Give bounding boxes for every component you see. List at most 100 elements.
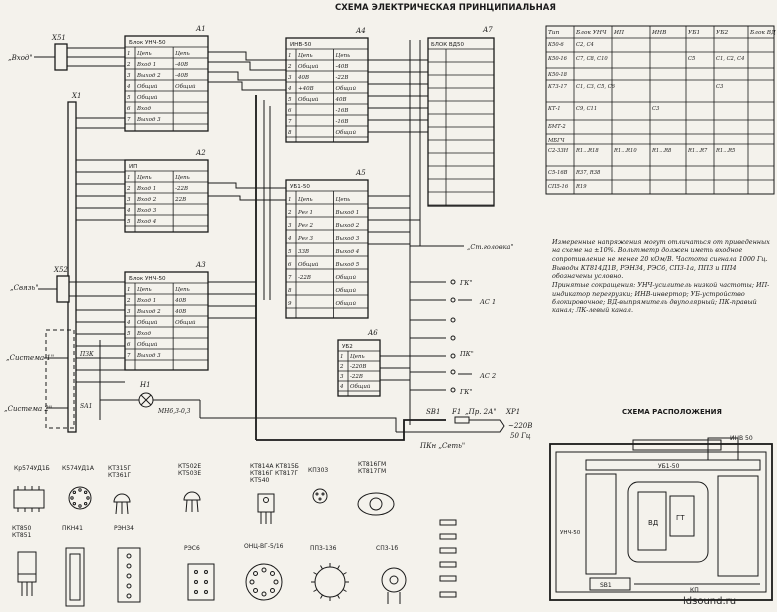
fuse-f1-label: F1 xyxy=(451,408,461,416)
block-frame xyxy=(124,35,209,132)
component-label-line2: КТ817ГМ xyxy=(358,468,386,475)
table-cell: R1...R8 xyxy=(651,148,672,154)
block-pin-number: 3 xyxy=(288,75,292,81)
layout-sb1: SB1 xyxy=(600,582,612,589)
block-pin-signal: Вход xyxy=(136,106,151,112)
block-ref: А2 xyxy=(195,149,206,157)
table-header: ИП xyxy=(613,30,625,36)
table-cell: КТ-1 xyxy=(547,106,561,112)
table-cell: R1...R7 xyxy=(687,148,708,154)
component-c9: ПКН41 xyxy=(62,525,85,607)
block-pin-signal-right: -40В xyxy=(175,62,188,68)
component-label: Кр574УД1Б xyxy=(14,465,50,472)
x1-pin-stubs xyxy=(76,117,125,383)
connector-x52-label: X52 xyxy=(53,266,68,274)
block-pin-signal: Общий xyxy=(137,83,158,90)
block-pin-signal: Вход 1 xyxy=(136,298,156,304)
block-pin-signal: 33В xyxy=(298,249,309,255)
block-pin-number: 1 xyxy=(127,287,131,293)
table-header: Тип xyxy=(548,30,560,36)
input-vhod-label: „Вход" xyxy=(8,54,33,62)
block-pin-number: 4 xyxy=(126,84,131,90)
mains-voltage-label: ~220В xyxy=(508,422,532,430)
note-2: Выводы КТ814Д1В, РЭН34, РЭС6, СП3-1а, ПП… xyxy=(552,263,737,281)
output-gk-1: ГК" xyxy=(459,279,472,287)
block-pin-number: 4 xyxy=(339,384,344,390)
input-vhod: X51 „Вход" xyxy=(8,34,125,71)
block-pin-signal-right: -16В xyxy=(336,108,349,114)
block-pin-signal: Общий xyxy=(137,319,158,326)
block-pin-signal: Цепь xyxy=(137,175,152,181)
component-c1: Кр574УД1Б xyxy=(13,465,50,512)
block-pin-signal: Выход 2 xyxy=(136,309,161,315)
schematic-title: СХЕМА ЭЛЕКТРИЧЕСКАЯ ПРИНЦИПИАЛЬНАЯ xyxy=(335,3,556,13)
table-cell: СП5-16 xyxy=(548,184,569,190)
component-label-line3: КТ540 xyxy=(250,477,270,484)
component-label: ПКН41 xyxy=(62,525,83,532)
block-a7: А7 БЛОК ВД50 xyxy=(427,26,495,207)
note-1: Измеренные напряжения могут отличаться о… xyxy=(552,238,770,263)
block-pin-number: 1 xyxy=(340,354,344,360)
block-pin-signal-right: -16В xyxy=(336,119,349,125)
block-pin-signal: Вход 1 xyxy=(136,62,156,68)
block-name: ИНВ-50 xyxy=(290,42,312,48)
block-pin-signal-right: -40В xyxy=(175,73,188,79)
layout-gt: ГТ xyxy=(676,514,685,522)
table-row: К50-18 xyxy=(547,72,568,78)
block-pin-number: 6 xyxy=(127,342,131,348)
notes: Измеренные напряжения могут отличаться о… xyxy=(552,238,774,316)
block-pin-signal: -22В xyxy=(350,374,363,380)
block-pin-signal-right: 40В xyxy=(335,97,347,103)
component-label: КТ816ГМ xyxy=(358,461,386,468)
block-pin-number: 7 xyxy=(127,117,131,123)
table-cell: R1...R18 xyxy=(575,148,599,154)
component-c11: РЭС6 xyxy=(184,545,215,601)
layout-kp: КП xyxy=(690,587,699,594)
component-label: СП3-1б xyxy=(376,545,399,552)
block-name: Блок УНЧ-50 xyxy=(129,40,166,46)
table-cell: С3 xyxy=(716,84,724,90)
block-a7-ref: А7 xyxy=(482,26,493,34)
block-pin-number: 7 xyxy=(127,353,131,359)
output-ac2: АС 2 xyxy=(479,372,496,380)
block-pin-signal: Цепь xyxy=(137,287,152,293)
block-pin-signal: Цепь xyxy=(350,354,365,360)
block-pin-signal-right: Общий xyxy=(175,83,196,90)
resistor-legend xyxy=(439,519,457,598)
layout-inv: ИНВ 50 xyxy=(730,435,753,442)
block-pin-signal: Общий xyxy=(350,383,371,390)
component-c6: КП303 xyxy=(308,467,328,504)
switch-sa1: ПЗК SА1 xyxy=(45,329,101,429)
table-cell: МБГЧ xyxy=(547,138,566,144)
connector-x1-label: X1 xyxy=(71,92,81,100)
table-cell: С5 xyxy=(688,56,695,62)
block-pin-signal-right: Общий xyxy=(336,129,357,136)
block-pin-signal-right: Общий xyxy=(175,319,196,326)
block-pin-signal-right: -40В xyxy=(336,64,349,70)
block-pin-signal: Вход 2 xyxy=(136,197,157,203)
block-ref: А1 xyxy=(195,25,206,33)
note-3: Принятые сокращения: УНЧ-усилитель низко… xyxy=(552,281,770,315)
block-pin-number: 4 xyxy=(287,236,292,242)
table-cell: R1...R5 xyxy=(715,148,735,154)
block-pin-signal: Рег 3 xyxy=(297,236,313,242)
input-svyaz: X52 „Связь" xyxy=(10,266,125,303)
block-pin-signal-right: 22В xyxy=(174,197,186,203)
block-pin-signal: Выход 3 xyxy=(136,353,161,359)
block-frame xyxy=(337,339,381,397)
block-pin-number: 2 xyxy=(287,210,292,216)
